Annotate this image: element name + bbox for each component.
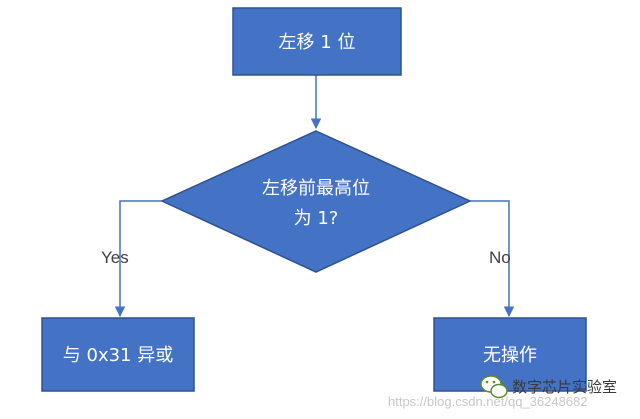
edge-decision-no	[470, 200, 515, 318]
start-node: 左移 1 位	[232, 7, 402, 76]
no-action-label: 无操作	[483, 345, 537, 366]
start-node-label: 左移 1 位	[279, 32, 356, 53]
watermark-url: https://blog.csdn.net/qq_36248682	[388, 394, 588, 409]
no-action-node: 无操作	[433, 317, 587, 392]
watermark-text: 数字芯片实验室	[512, 378, 617, 396]
decision-label-line1: 左移前最高位	[262, 178, 370, 199]
yes-edge-label: Yes	[101, 248, 129, 267]
edges	[114, 75, 515, 318]
yes-action-label: 与 0x31 异或	[63, 345, 173, 366]
watermark: 数字芯片实验室 https://blog.csdn.net/qq_3624868…	[388, 375, 617, 409]
wechat-icon	[480, 375, 508, 399]
no-edge-label: No	[489, 248, 511, 267]
decision-label-line2: 为 1?	[294, 208, 339, 229]
yes-action-node: 与 0x31 异或	[41, 317, 195, 392]
edge-decision-yes	[114, 200, 162, 318]
decision-node: 左移前最高位 为 1?	[160, 130, 472, 273]
